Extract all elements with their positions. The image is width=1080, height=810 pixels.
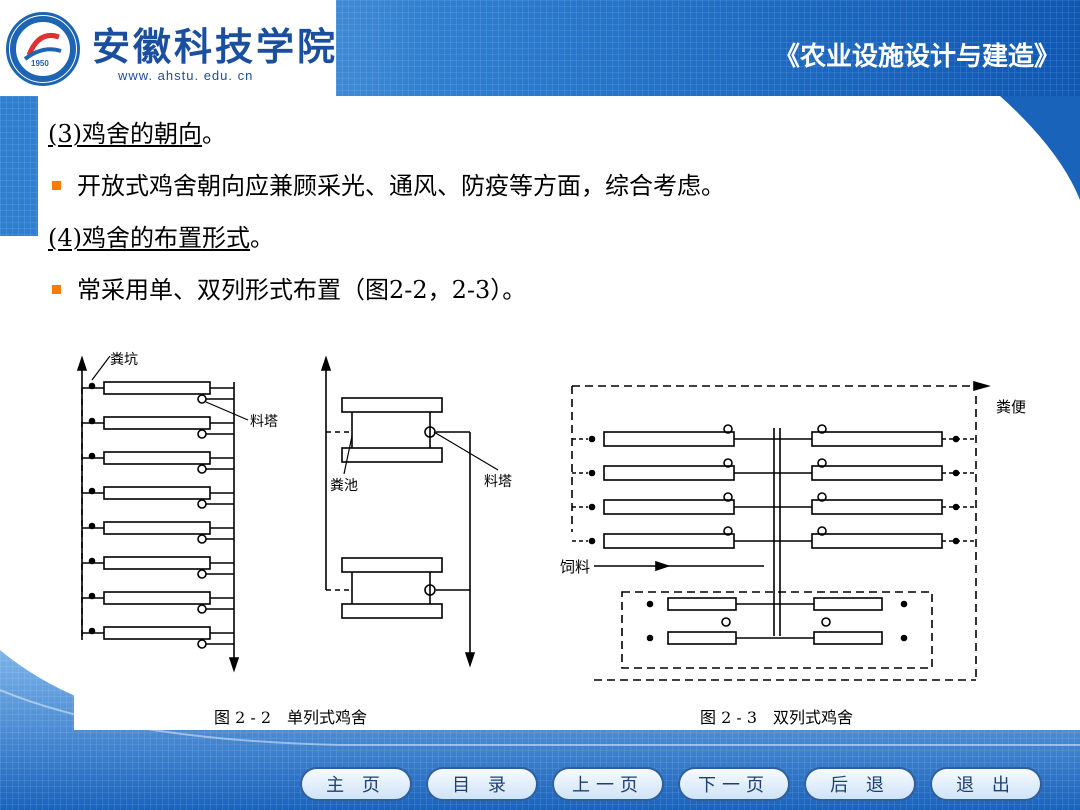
poultry-house-left — [603, 465, 735, 481]
figure-layouts: 粪坑 料塔 — [74, 340, 1050, 740]
feed-tower — [817, 424, 827, 434]
school-url: www. ahstu. edu. cn — [118, 68, 254, 83]
feed-tower — [817, 458, 827, 468]
poultry-house — [103, 451, 211, 465]
feed-tower — [721, 617, 731, 627]
poultry-house-right — [811, 533, 943, 549]
logo-year: 1950 — [31, 59, 49, 68]
feed-tower — [197, 394, 207, 404]
toc-button[interactable]: 目 录 — [426, 767, 538, 801]
heading-orientation: (3)鸡舍的朝向。 — [48, 114, 226, 149]
label-feed: 饲料 — [560, 558, 590, 576]
label-manure-pool: 粪池 — [330, 478, 358, 494]
label-feed-tower-2: 料塔 — [484, 474, 512, 490]
school-name: 安徽科技学院 — [92, 24, 339, 69]
poultry-house-left — [603, 431, 735, 447]
feed-tower — [821, 617, 831, 627]
poultry-house-right — [813, 597, 883, 611]
next-page-button[interactable]: 下一页 — [678, 767, 790, 801]
nav-bar: 主 页 目 录 上一页 下一页 后 退 退 出 — [300, 767, 1042, 803]
course-title: 《农业设施设计与建造》 — [773, 42, 1060, 72]
poultry-house — [103, 521, 211, 535]
label-feed-tower: 料塔 — [250, 414, 278, 430]
heading-layout: (4)鸡舍的布置形式。 — [48, 218, 274, 253]
feed-tower — [817, 492, 827, 502]
poultry-house — [103, 416, 211, 430]
feed-tower — [723, 526, 733, 536]
bullet-icon — [52, 285, 61, 294]
feed-tower — [723, 492, 733, 502]
fig22-double-house — [320, 355, 476, 668]
poultry-house-left — [603, 533, 735, 549]
heading-layout-text: (4)鸡舍的布置形式 — [48, 224, 250, 252]
poultry-house — [103, 486, 211, 500]
feed-tower — [817, 526, 827, 536]
fig22-single-row — [76, 355, 240, 673]
poultry-house-right — [811, 431, 943, 447]
caption-fig23: 图 2 - 3 双列式鸡舍 — [700, 708, 854, 727]
bullet-orientation: 开放式鸡舍朝向应兼顾采光、通风、防疫等方面，综合考虑。 — [52, 166, 725, 201]
feed-tower — [197, 569, 207, 579]
bullet-layout: 常采用单、双列形式布置（图2-2，2-3）。 — [52, 270, 526, 305]
feed-tower — [197, 429, 207, 439]
feed-tower — [723, 458, 733, 468]
feed-tower — [197, 639, 207, 649]
feed-tower — [723, 424, 733, 434]
feed-tower — [197, 464, 207, 474]
poultry-house — [103, 556, 211, 570]
back-button[interactable]: 后 退 — [804, 767, 916, 801]
feed-tower — [197, 534, 207, 544]
fig23-double-row — [571, 380, 991, 681]
home-button[interactable]: 主 页 — [300, 767, 412, 801]
poultry-house-right — [811, 499, 943, 515]
bullet-orientation-text: 开放式鸡舍朝向应兼顾采光、通风、防疫等方面，综合考虑。 — [77, 172, 725, 200]
poultry-house — [103, 626, 211, 640]
poultry-house-right — [811, 465, 943, 481]
layout-diagram: 粪坑 料塔 — [76, 352, 1026, 681]
label-manure: 粪便 — [996, 398, 1026, 416]
exit-button[interactable]: 退 出 — [930, 767, 1042, 801]
poultry-house — [103, 591, 211, 605]
poultry-house-left — [667, 597, 737, 611]
heading-orientation-end: 。 — [202, 120, 226, 148]
caption-fig22: 图 2 - 2 单列式鸡舍 — [214, 708, 368, 727]
header: 1950 安徽科技学院 www. ahstu. edu. cn 《农业设施设计与… — [0, 0, 1080, 96]
poultry-house-left — [667, 631, 737, 645]
label-manure-pit: 粪坑 — [110, 352, 138, 368]
prev-page-button[interactable]: 上一页 — [552, 767, 664, 801]
heading-layout-end: 。 — [250, 224, 274, 252]
school-logo: 1950 — [6, 12, 80, 86]
poultry-house-left — [603, 499, 735, 515]
poultry-house — [103, 381, 211, 395]
heading-orientation-text: (3)鸡舍的朝向 — [48, 120, 202, 148]
bullet-layout-text: 常采用单、双列形式布置（图2-2，2-3）。 — [77, 276, 527, 304]
feed-tower — [197, 604, 207, 614]
poultry-house-right — [813, 631, 883, 645]
bullet-icon — [52, 181, 61, 190]
feed-tower — [197, 499, 207, 509]
